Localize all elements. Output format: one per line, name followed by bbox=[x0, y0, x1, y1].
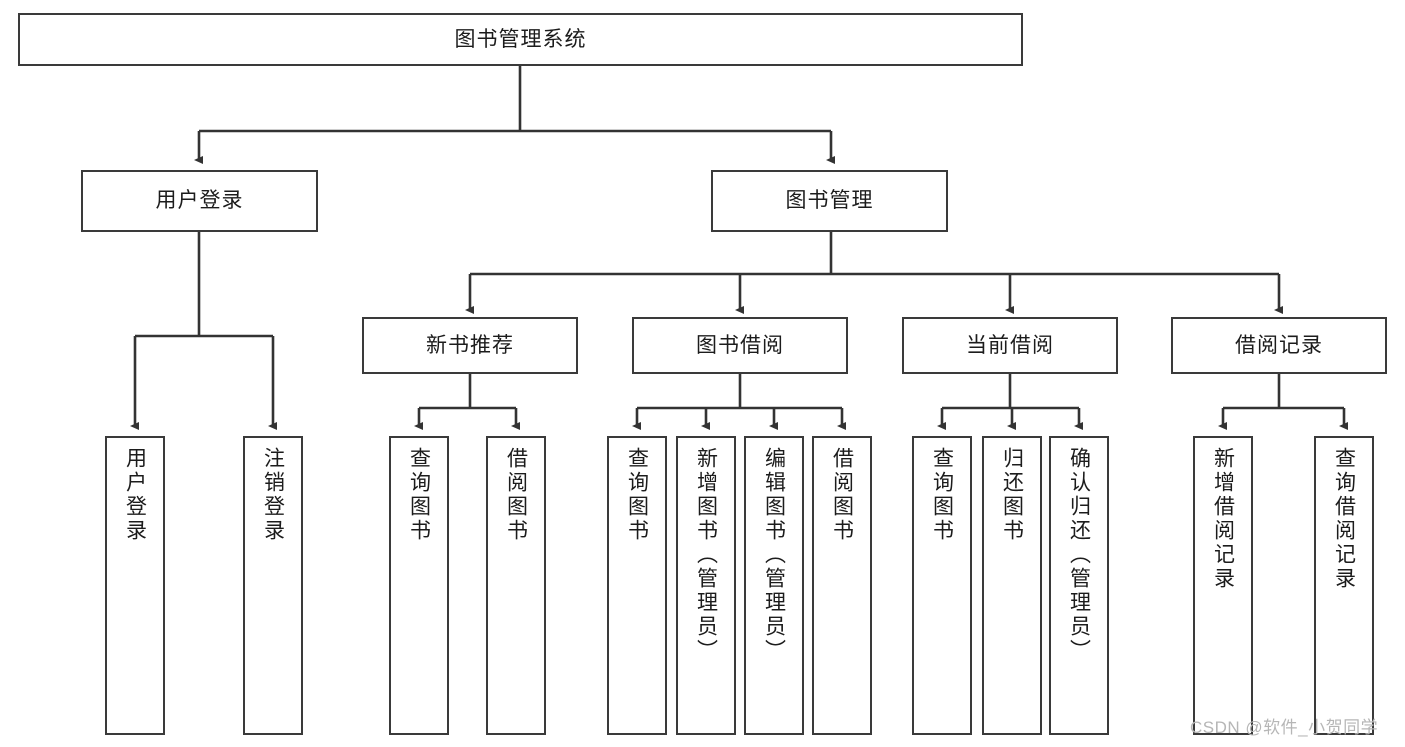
node-root-system[interactable]: 图书管理系统 bbox=[18, 13, 1023, 66]
leaf-new-book-borrow[interactable]: 借阅图书 bbox=[486, 436, 546, 735]
node-book-borrow[interactable]: 图书借阅 bbox=[632, 317, 848, 374]
leaf-user-login-login[interactable]: 用户登录 bbox=[105, 436, 165, 735]
node-label: 图书借阅 bbox=[696, 333, 784, 357]
node-label: 查询图书 bbox=[625, 447, 649, 543]
leaf-borrow-add-book-admin[interactable]: 新增图书（管理员） bbox=[676, 436, 736, 735]
leaf-current-return-book[interactable]: 归还图书 bbox=[982, 436, 1042, 735]
node-label: 图书管理 bbox=[785, 189, 874, 213]
node-label: 编辑图书（管理员） bbox=[762, 447, 786, 663]
leaf-borrow-borrow-book[interactable]: 借阅图书 bbox=[812, 436, 872, 735]
node-borrow-record[interactable]: 借阅记录 bbox=[1171, 317, 1387, 374]
node-label: 注销登录 bbox=[261, 447, 285, 543]
node-label: 借阅记录 bbox=[1235, 333, 1323, 357]
node-label: 新增图书（管理员） bbox=[694, 447, 718, 663]
node-new-book-recommend[interactable]: 新书推荐 bbox=[362, 317, 578, 374]
leaf-record-add-record[interactable]: 新增借阅记录 bbox=[1193, 436, 1253, 735]
node-label: 确认归还（管理员） bbox=[1067, 447, 1091, 663]
leaf-current-confirm-return-admin[interactable]: 确认归还（管理员） bbox=[1049, 436, 1109, 735]
leaf-borrow-edit-book-admin[interactable]: 编辑图书（管理员） bbox=[744, 436, 804, 735]
node-label: 查询图书 bbox=[407, 447, 431, 543]
leaf-current-query-book[interactable]: 查询图书 bbox=[912, 436, 972, 735]
node-label: 借阅图书 bbox=[504, 447, 528, 543]
node-label: 当前借阅 bbox=[966, 333, 1054, 357]
leaf-user-login-logout[interactable]: 注销登录 bbox=[243, 436, 303, 735]
node-label: 用户登录 bbox=[155, 189, 244, 213]
node-user-login[interactable]: 用户登录 bbox=[81, 170, 318, 232]
node-label: 新增借阅记录 bbox=[1211, 447, 1235, 591]
leaf-new-book-query[interactable]: 查询图书 bbox=[389, 436, 449, 735]
node-label: 图书管理系统 bbox=[454, 27, 587, 51]
leaf-record-query-record[interactable]: 查询借阅记录 bbox=[1314, 436, 1374, 735]
node-label: 查询图书 bbox=[930, 447, 954, 543]
node-label: 查询借阅记录 bbox=[1332, 447, 1356, 591]
node-label: 用户登录 bbox=[123, 447, 147, 543]
node-current-borrow[interactable]: 当前借阅 bbox=[902, 317, 1118, 374]
node-book-management[interactable]: 图书管理 bbox=[711, 170, 948, 232]
node-label: 借阅图书 bbox=[830, 447, 854, 543]
leaf-borrow-query-book[interactable]: 查询图书 bbox=[607, 436, 667, 735]
node-label: 归还图书 bbox=[1000, 447, 1024, 543]
node-label: 新书推荐 bbox=[426, 333, 514, 357]
